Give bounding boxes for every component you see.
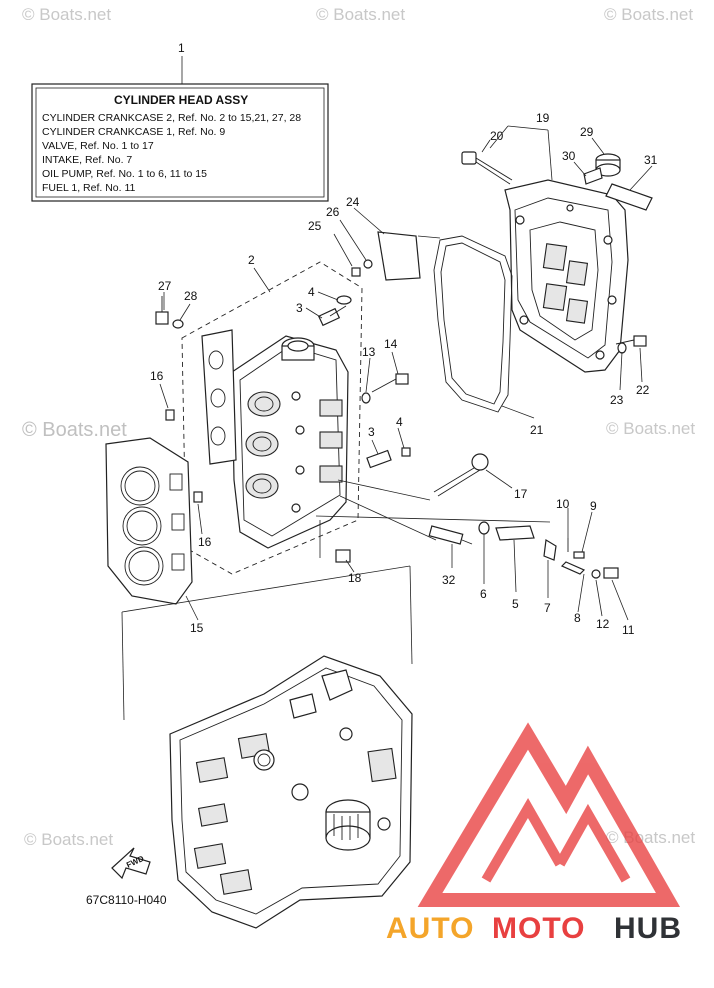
spark-plug bbox=[428, 525, 473, 545]
automotohub-logo bbox=[417, 722, 681, 907]
callout-6: 6 bbox=[480, 587, 487, 601]
callout-17: 17 bbox=[514, 487, 528, 501]
bolt-18 bbox=[335, 549, 351, 563]
box-line: VALVE, Ref. No. 1 to 17 bbox=[42, 140, 154, 152]
cylinder-head-cover bbox=[504, 179, 629, 373]
watermarks: © Boats.net © Boats.net © Boats.net © Bo… bbox=[22, 5, 695, 849]
box-line: CYLINDER CRANKCASE 1, Ref. No. 9 bbox=[42, 126, 225, 138]
thermostat-parts bbox=[478, 521, 619, 579]
callout-25: 25 bbox=[308, 219, 322, 233]
logo-part-moto: MOTO bbox=[492, 912, 585, 945]
valve-lifter-right bbox=[366, 447, 411, 469]
box-line: INTAKE, Ref. No. 7 bbox=[42, 154, 132, 166]
callout-14: 14 bbox=[384, 337, 398, 351]
automotohub-wordmark: AUTO MOTO HUB bbox=[386, 912, 682, 945]
bolt-27 bbox=[155, 296, 184, 329]
callout-8: 8 bbox=[574, 611, 581, 625]
callouts: 2 3 4 3 4 5 6 7 8 9 10 11 12 13 14 15 16… bbox=[150, 111, 658, 637]
bolt-17 bbox=[433, 453, 489, 497]
bolt-20 bbox=[461, 151, 513, 185]
valve-lifter-top bbox=[317, 295, 352, 327]
gasket-plate bbox=[377, 231, 421, 281]
box-line: FUEL 1, Ref. No. 11 bbox=[42, 182, 136, 194]
callout-4: 4 bbox=[308, 285, 315, 299]
callout-9: 9 bbox=[590, 499, 597, 513]
callout-29: 29 bbox=[580, 125, 594, 139]
callout-32: 32 bbox=[442, 573, 456, 587]
callout-20: 20 bbox=[490, 129, 504, 143]
callout-3: 3 bbox=[296, 301, 303, 315]
ref-1-label: 1 bbox=[178, 41, 185, 55]
callout-24: 24 bbox=[346, 195, 360, 209]
head-gasket bbox=[105, 437, 193, 605]
bolt-25 bbox=[351, 267, 361, 277]
cylinder-head-assy-box: 1 CYLINDER HEAD ASSY CYLINDER CRANKCASE … bbox=[31, 41, 329, 202]
callout-30: 30 bbox=[562, 149, 576, 163]
callout-10: 10 bbox=[556, 497, 570, 511]
callout-11: 11 bbox=[622, 623, 635, 637]
watermark-large: © Boats.net bbox=[22, 419, 127, 441]
callout-23: 23 bbox=[610, 393, 624, 407]
logo-part-hub: HUB bbox=[614, 912, 682, 945]
box-line: OIL PUMP, Ref. No. 1 to 6, 11 to 15 bbox=[42, 168, 207, 180]
callout-15: 15 bbox=[190, 621, 204, 635]
callout-22: 22 bbox=[636, 383, 650, 397]
watermark: © Boats.net bbox=[604, 5, 693, 24]
callout-3: 3 bbox=[368, 425, 375, 439]
callout-28: 28 bbox=[184, 289, 198, 303]
callout-13: 13 bbox=[362, 345, 376, 359]
callout-16: 16 bbox=[150, 369, 164, 383]
callout-18: 18 bbox=[348, 571, 362, 585]
callout-27: 27 bbox=[158, 279, 172, 293]
callout-26: 26 bbox=[326, 205, 340, 219]
callout-7: 7 bbox=[544, 601, 551, 615]
watermark: © Boats.net bbox=[22, 5, 111, 24]
logo-part-auto: AUTO bbox=[386, 912, 474, 945]
watermark: © Boats.net bbox=[606, 828, 695, 847]
callout-4: 4 bbox=[396, 415, 403, 429]
callout-31: 31 bbox=[644, 153, 658, 167]
callout-19: 19 bbox=[536, 111, 550, 125]
bolt-14 bbox=[361, 373, 409, 404]
callout-5: 5 bbox=[512, 597, 519, 611]
dowel-pin bbox=[193, 491, 203, 503]
box-line: CYLINDER CRANKCASE 2, Ref. No. 2 to 15,2… bbox=[42, 112, 301, 124]
cover-gasket bbox=[433, 235, 513, 413]
watermark: © Boats.net bbox=[316, 5, 405, 24]
oil-filler-cap bbox=[583, 153, 653, 211]
watermark: © Boats.net bbox=[24, 830, 113, 849]
cylinder-block bbox=[169, 655, 413, 929]
cylinder-head bbox=[231, 335, 349, 549]
watermark: © Boats.net bbox=[606, 419, 695, 438]
callout-16: 16 bbox=[198, 535, 212, 549]
fwd-arrow-icon: FWD bbox=[111, 847, 151, 880]
box-title: CYLINDER HEAD ASSY bbox=[114, 93, 248, 107]
diagram-code: 67C8110-H040 bbox=[86, 893, 167, 907]
callout-2: 2 bbox=[248, 253, 255, 267]
callout-12: 12 bbox=[596, 617, 610, 631]
callout-leaders bbox=[159, 125, 653, 621]
callout-21: 21 bbox=[530, 423, 544, 437]
dowel-pin bbox=[165, 409, 175, 421]
